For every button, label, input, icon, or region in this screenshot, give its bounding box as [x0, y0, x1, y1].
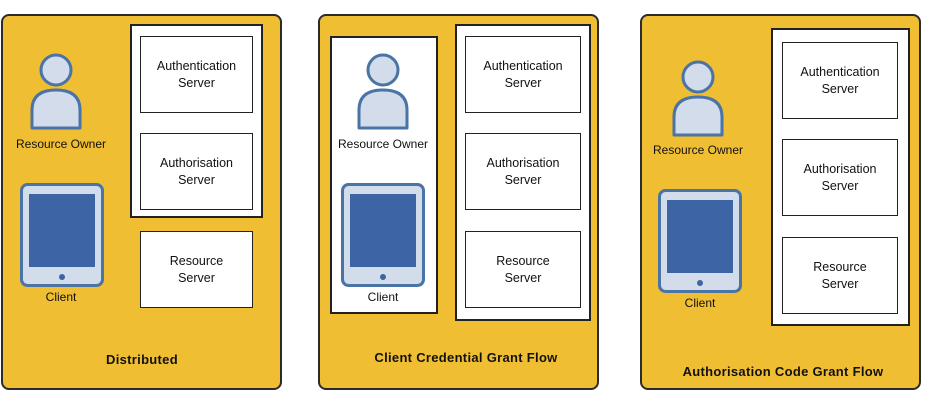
panel-title-distributed: Distributed — [106, 352, 178, 367]
resource-server-box: Resource Server — [140, 231, 253, 308]
resource-server-box: Resource Server — [782, 237, 898, 314]
authentication-server-box: Authentication Server — [782, 42, 898, 119]
resource-owner-icon — [672, 60, 724, 137]
resource-owner-icon — [357, 53, 409, 130]
resource-server-box: Resource Server — [465, 231, 581, 308]
client-tablet-icon — [20, 183, 104, 287]
client-label: Client — [684, 296, 716, 310]
resource-owner-label: Resource Owner — [337, 137, 429, 151]
resource-owner-label: Resource Owner — [15, 137, 107, 151]
authorisation-server-box: Authorisation Server — [465, 133, 581, 210]
authorisation-server-box: Authorisation Server — [140, 133, 253, 210]
panel-title-authorisation-code: Authorisation Code Grant Flow — [682, 364, 884, 379]
panel-title-client-credential: Client Credential Grant Flow — [374, 350, 558, 365]
resource-owner-icon — [30, 53, 82, 130]
client-tablet-icon — [341, 183, 425, 287]
authorisation-server-box: Authorisation Server — [782, 139, 898, 216]
authentication-server-box: Authentication Server — [465, 36, 581, 113]
client-label: Client — [45, 290, 77, 304]
resource-owner-label: Resource Owner — [652, 143, 744, 157]
client-tablet-icon — [658, 189, 742, 293]
authentication-server-box: Authentication Server — [140, 36, 253, 113]
client-label: Client — [367, 290, 399, 304]
